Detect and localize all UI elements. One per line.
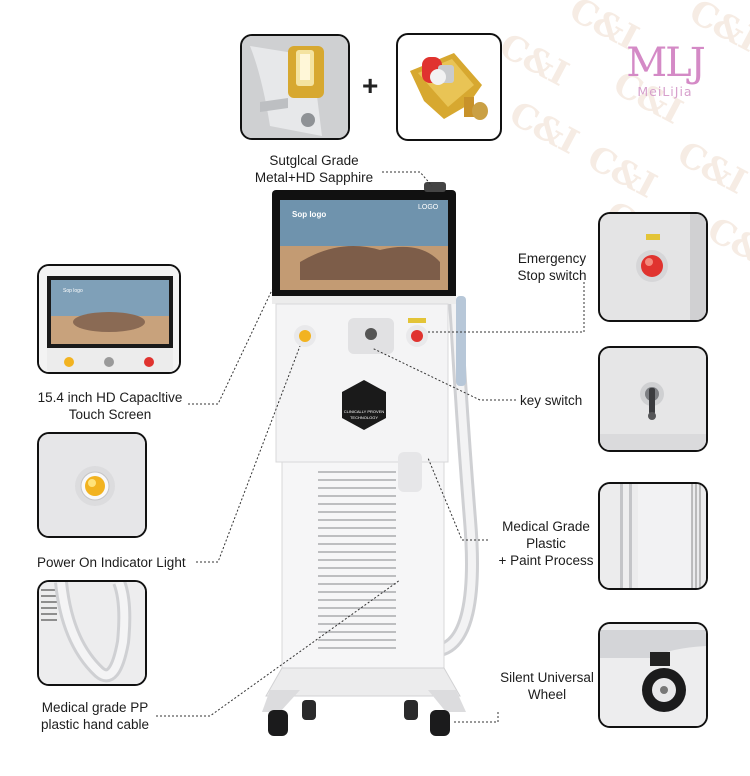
touch-screen-thumbnail: Sop logo <box>37 264 181 374</box>
key-switch-label: key switch <box>520 392 582 409</box>
hand-cable-label-line1: Medical grade PP <box>41 700 149 715</box>
badge-line2: TECHNOLOGY <box>349 415 378 420</box>
key-switch-thumbnail <box>598 346 708 452</box>
emergency-stop-thumbnail <box>598 212 708 322</box>
key-switch-icon <box>600 348 706 450</box>
screen-title-small: Sop logo <box>63 288 83 294</box>
brand-logo: MLJ MeiLiJia <box>600 42 730 99</box>
screen-logo: LOGO <box>418 204 439 211</box>
emergency-label: Emergency Stop switch <box>510 250 594 284</box>
medical-plastic-image <box>600 484 706 588</box>
wheel-label-line2: Wheel <box>527 687 567 702</box>
wheel-thumbnail <box>598 622 708 728</box>
wheel-icon <box>600 624 706 726</box>
power-light-label-line1: Power On Indicator Light <box>37 555 186 570</box>
medical-plastic-label-line3: + Paint Process <box>498 553 594 568</box>
emergency-label-line1: Emergency <box>517 251 587 266</box>
gold-tip-thumbnail <box>396 33 502 141</box>
touch-screen-label-line2: Touch Screen <box>68 407 152 422</box>
touch-screen-label-line1: 15.4 inch HD Capacltive <box>37 390 183 405</box>
power-light-label: Power On Indicator Light <box>37 554 186 571</box>
wheel-label: Silent Universal Wheel <box>494 669 600 703</box>
plus-sign: + <box>362 70 379 101</box>
wheel-label-line1: Silent Universal <box>500 670 594 685</box>
medical-plastic-label-line2: Plastic <box>526 536 566 551</box>
power-light-thumbnail <box>37 432 147 538</box>
gold-tip-icon <box>410 53 488 120</box>
emergency-label-line2: Stop switch <box>517 268 587 283</box>
hand-cable-image <box>39 582 145 684</box>
emergency-button-icon <box>600 214 706 320</box>
handpiece-thumbnail <box>240 34 350 140</box>
sapphire-label-line2: Metal+HD Sapphire <box>254 170 374 185</box>
screen-title: Sop logo <box>292 210 327 219</box>
handpiece-gold-icon <box>242 36 348 138</box>
brand-name: MeiLiJia <box>637 84 693 99</box>
hand-cable-label-line2: plastic hand cable <box>40 717 150 732</box>
hand-cable-label: Medical grade PP plastic hand cable <box>34 699 156 733</box>
medical-plastic-label: Medical Grade Plastic + Paint Process <box>494 518 598 569</box>
hand-cable-thumbnail <box>37 580 147 686</box>
key-switch-label-line1: key switch <box>520 393 583 408</box>
sapphire-label: Sutglcal Grade Metal+HD Sapphire <box>254 152 374 186</box>
sapphire-label-line1: Sutglcal Grade <box>269 153 359 168</box>
touch-screen-label: 15.4 inch HD Capacltive Touch Screen <box>30 389 190 423</box>
brand-mark: MLJ <box>626 40 706 86</box>
touch-screen-image <box>39 266 179 372</box>
medical-plastic-thumbnail <box>598 482 708 590</box>
badge-line1: CLINICALLY PROVEN <box>343 409 385 414</box>
medical-plastic-label-line1: Medical Grade <box>502 519 590 534</box>
power-light-icon <box>39 434 145 536</box>
